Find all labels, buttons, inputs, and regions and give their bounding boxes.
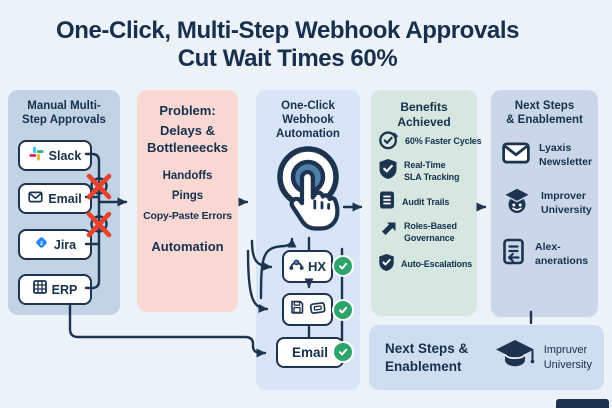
shield-check-icon <box>378 253 395 277</box>
benefit-label: Audit Trails <box>402 196 450 207</box>
benefit-label: 60% Faster Cycles <box>405 136 482 147</box>
next-step-row: Improver University <box>502 187 592 220</box>
app-box-jira: z Jira <box>18 229 92 260</box>
audit-document-icon <box>378 190 396 215</box>
footer-university: Impruver University <box>494 338 592 377</box>
grid-icon <box>32 280 47 299</box>
svg-text:z: z <box>40 239 43 246</box>
panel-next-steps: Next Steps & Enablement Lyaxis Newslette… <box>491 90 598 317</box>
status-check-icon <box>334 257 352 275</box>
benefit-row: Real-Time SLA Tracking <box>378 158 460 185</box>
step-label: Email <box>291 345 329 360</box>
next-step-row: Alex- anerations <box>502 238 588 271</box>
next-step-label: Lyaxis Newsletter <box>539 142 593 168</box>
bottom-right-bar <box>556 399 609 408</box>
footer-university-label: Impruver University <box>543 344 592 371</box>
document-return-icon <box>502 238 526 271</box>
problem-item: Handoffs <box>162 169 213 182</box>
panel-benefits: Benefits Achieved 60% Faster Cycles Real… <box>371 90 482 316</box>
benefit-label: Auto-Escalations <box>401 259 473 270</box>
next-step-row: Lyaxis Newsletter <box>502 142 592 169</box>
step-label: HX <box>307 259 327 274</box>
benefit-label: Real-Time SLA Tracking <box>404 159 460 182</box>
panel-problem: Problem: Delays & Bottleneecks Handoffs … <box>137 90 238 312</box>
app-label: Slack <box>48 148 82 163</box>
benefit-label: Roles-Based Governance <box>404 220 457 243</box>
step-box-tools <box>282 293 333 326</box>
problem-item: Automation <box>151 238 224 254</box>
status-check-icon <box>334 343 352 361</box>
benefit-row: 60% Faster Cycles <box>378 129 482 155</box>
newsletter-envelope-icon <box>502 142 530 169</box>
problem-item: Copy-Paste Errors <box>143 209 232 222</box>
footer-title: Next Steps & Enablement <box>385 340 469 374</box>
page-title: One-Click, Multi-Step Webhook Approvals … <box>55 17 520 73</box>
footer-next-steps: Next Steps & Enablement Impruver Univers… <box>369 325 604 390</box>
panel-manual-approvals: Manual Multi- Step Approvals Slack Email <box>8 90 120 315</box>
app-label: ERP <box>51 282 78 297</box>
webhook-icon <box>289 258 304 276</box>
graduation-cap-icon <box>494 338 536 377</box>
benefit-row: Auto-Escalations <box>378 253 472 277</box>
app-box-email: Email <box>18 183 92 214</box>
problem-title: Problem: <box>159 103 216 118</box>
panel-title: Next Steps & Enablement <box>506 100 583 127</box>
save-icon <box>290 300 304 319</box>
step-box-hx: HX <box>282 250 333 283</box>
panel-title: One-Click Webhook Automation <box>276 100 340 141</box>
benefit-row: Roles-Based Governance <box>378 220 457 245</box>
shield-check-icon <box>378 158 398 185</box>
benefit-row: Audit Trails <box>378 190 449 215</box>
card-icon <box>308 299 326 319</box>
panel-title: Benefits Achieved <box>397 100 451 129</box>
graduate-face-icon <box>502 187 532 220</box>
app-label: Jira <box>53 237 77 252</box>
app-box-erp: ERP <box>18 274 92 305</box>
status-check-icon <box>334 301 352 319</box>
app-box-slack: Slack <box>18 140 92 171</box>
problem-item: Pings <box>171 189 204 202</box>
panel-title: Manual Multi- Step Approvals <box>22 100 106 127</box>
jira-logo-icon: z <box>34 235 49 255</box>
next-step-label: Alex- anerations <box>535 240 589 267</box>
arrow-up-right-icon <box>378 220 398 245</box>
stopwatch-check-icon <box>378 129 399 155</box>
problem-subtitle: Delays & Bottleneecks <box>147 122 228 155</box>
slack-logo-icon <box>29 145 44 166</box>
next-step-label: Improver University <box>541 189 592 216</box>
one-click-button-icon <box>271 144 347 239</box>
app-label: Email <box>48 191 82 206</box>
envelope-icon <box>28 190 43 208</box>
